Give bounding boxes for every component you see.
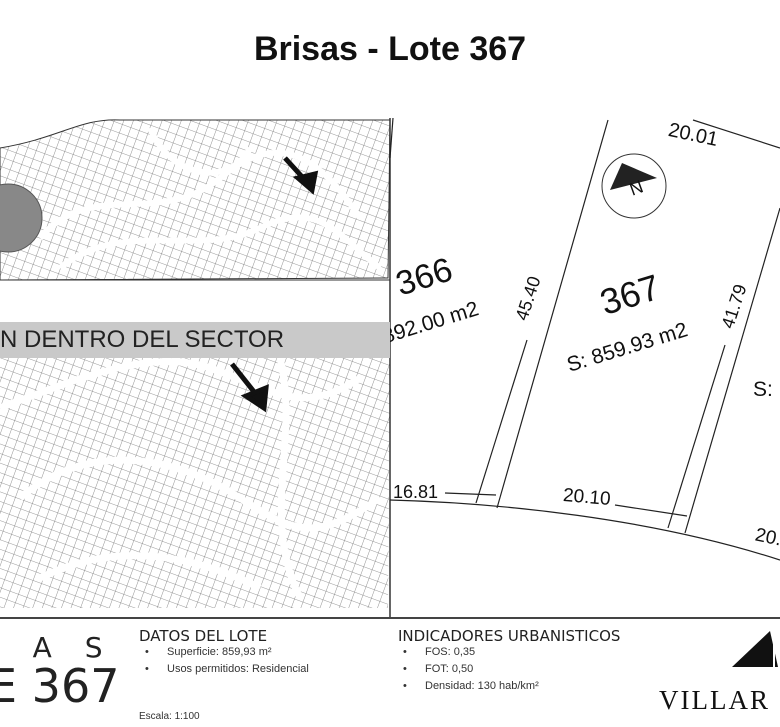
datos-item: Usos permitidos: Residencial xyxy=(145,663,309,675)
dimension-366-front: 16.81 xyxy=(393,482,439,502)
sector-map-top xyxy=(0,119,391,281)
dimension-367-front: 20.10 xyxy=(562,484,612,511)
datos-title: DATOS DEL LOTE xyxy=(139,627,268,645)
datos-item: Superficie: 859,93 m² xyxy=(145,646,271,658)
north-arrow-icon xyxy=(601,153,667,219)
villar-logo-icon xyxy=(732,629,778,669)
indicador-item: FOS: 0,35 xyxy=(403,646,475,658)
lot-plan-drawing xyxy=(0,118,780,618)
sector-map-bottom xyxy=(0,357,390,608)
indicadores-title: INDICADORES URBANISTICOS xyxy=(398,627,621,645)
scale-label: Escala: 1:100 xyxy=(139,711,200,722)
lot-368-surface-partial: S: xyxy=(753,378,773,401)
page-title: Brisas - Lote 367 xyxy=(253,30,527,68)
location-arrow-icon xyxy=(230,362,269,413)
indicador-item: Densidad: 130 hab/km² xyxy=(403,680,539,692)
villar-logo-text: VILLAR xyxy=(659,685,770,715)
indicador-item: FOT: 0,50 xyxy=(403,663,473,675)
footer-panel: S A S E 367 DATOS DEL LOTE Superficie: 8… xyxy=(0,617,780,727)
brand-letters: S A S xyxy=(0,631,115,664)
lot-big-number: E 367 xyxy=(0,659,120,713)
location-arrow-icon xyxy=(283,156,319,195)
sector-band: N DENTRO DEL SECTOR xyxy=(0,322,390,358)
